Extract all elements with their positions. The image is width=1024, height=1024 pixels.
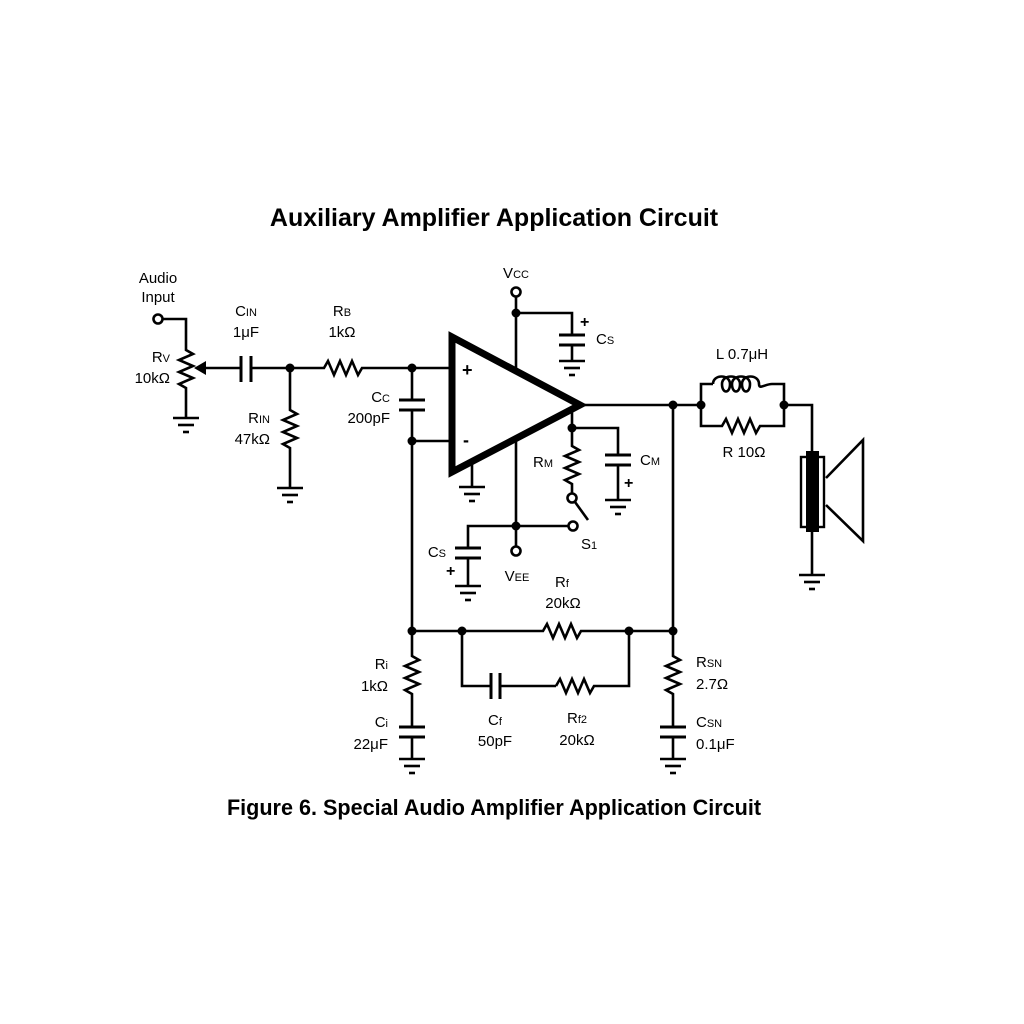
opamp-minus-sign: -: [463, 430, 469, 450]
cf-label: Cf: [488, 712, 503, 729]
audio-input-terminal: [152, 313, 188, 348]
speaker-icon: [784, 403, 865, 591]
cs-top-label: CS: [596, 331, 614, 348]
ground-icon: [603, 498, 633, 516]
resistor-r: [699, 405, 786, 437]
cm-label: CM: [640, 452, 660, 469]
figure-caption: Figure 6. Special Audio Amplifier Applic…: [226, 795, 762, 820]
capacitor-cs-top: [516, 311, 587, 377]
rf-value: 20kΩ: [545, 595, 580, 612]
capacitor-ci: [397, 725, 427, 775]
resistor-ri: [401, 631, 423, 727]
cs-bottom-polarity: +: [446, 563, 455, 580]
csn-value: 0.1μF: [696, 736, 735, 753]
rf2-value: 20kΩ: [559, 732, 594, 749]
ground-icon: [658, 757, 688, 775]
vee-terminal: [510, 440, 522, 557]
junction-dot: [696, 400, 706, 410]
cc-value: 200pF: [347, 410, 390, 427]
rsn-value: 2.7Ω: [696, 676, 728, 693]
rb-label: RB: [333, 303, 351, 320]
capacitor-cc: [399, 368, 425, 631]
rv-label: RV: [152, 349, 171, 366]
rin-label: RIN: [248, 410, 270, 427]
ground-icon: [397, 757, 427, 775]
resistor-rf: [540, 620, 673, 642]
switch-s1: [516, 492, 590, 532]
csn-label: CSN: [696, 714, 722, 731]
vee-label: VEE: [505, 568, 530, 585]
ground-icon: [171, 416, 201, 434]
ri-value: 1kΩ: [361, 678, 388, 695]
resistor-rm: [561, 410, 583, 493]
ground-icon: [797, 573, 827, 591]
resistor-rb: [320, 357, 452, 379]
rf2-label: Rf2: [567, 710, 587, 727]
cs-top-polarity: +: [580, 314, 589, 331]
ground-icon: [275, 486, 305, 504]
resistor-rf2: [554, 631, 631, 697]
vcc-label: VCC: [503, 265, 529, 282]
inductor-l: [699, 375, 786, 405]
ground-icon: [453, 584, 483, 602]
ground-icon: [557, 359, 587, 377]
resistor-rsn: [662, 631, 684, 727]
ri-label: Ri: [375, 656, 388, 673]
vcc-terminal: [510, 286, 522, 368]
resistor-rin: [275, 368, 305, 504]
rb-value: 1kΩ: [328, 324, 355, 341]
ground-icon: [457, 485, 487, 503]
rin-value: 47kΩ: [235, 431, 270, 448]
l-label: L 0.7μH: [716, 346, 768, 363]
potentiometer-rv: [171, 348, 241, 434]
s1-label: S1: [581, 536, 597, 553]
opamp-plus-sign: +: [462, 360, 473, 380]
rf-label: Rf: [555, 574, 570, 591]
rm-label: RM: [533, 454, 553, 471]
capacitor-cm: [572, 426, 633, 516]
ci-label: Ci: [375, 714, 388, 731]
cf-value: 50pF: [478, 733, 512, 750]
r-label: R 10Ω: [723, 444, 766, 461]
ci-value: 22μF: [354, 736, 389, 753]
cin-value: 1μF: [233, 324, 259, 341]
audio-input-label-2: Input: [141, 289, 175, 306]
diagram-title: Auxiliary Amplifier Application Circuit: [269, 204, 719, 232]
capacitor-cf: [460, 631, 556, 699]
capacitor-cin: [239, 356, 320, 382]
capacitor-cs-bottom: [453, 524, 516, 602]
audio-input-label-1: Audio: [139, 270, 177, 287]
cc-label: CC: [371, 389, 390, 406]
cin-label: CIN: [235, 303, 257, 320]
cs-bottom-label: CS: [428, 544, 446, 561]
opamp: + -: [448, 331, 588, 503]
rsn-label: RSN: [696, 654, 722, 671]
rv-value: 10kΩ: [135, 370, 170, 387]
capacitor-csn: [658, 725, 688, 775]
cm-polarity: +: [624, 475, 633, 492]
